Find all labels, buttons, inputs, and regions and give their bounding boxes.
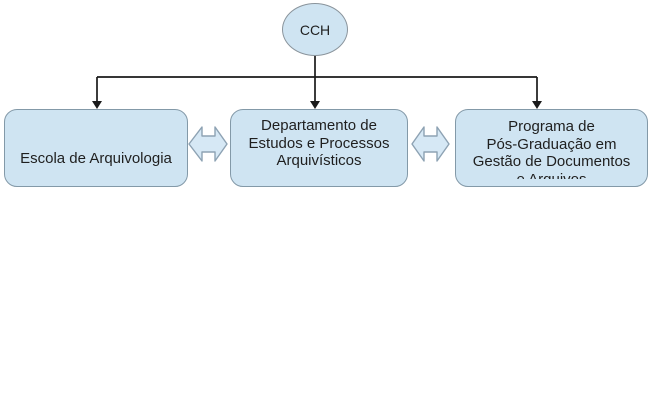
- tree-connector-line: [96, 56, 538, 102]
- node-label-line: Departamento de: [261, 117, 377, 134]
- node-label-line-clipped: e Arquivos: [516, 170, 587, 180]
- node-label: Departamento de Estudos e Processos Arqu…: [233, 117, 405, 170]
- node-label-line: Arquivísticos: [276, 152, 362, 169]
- node-label-line: Programa de: [508, 118, 595, 135]
- node-label-line: Pós-Graduação em: [486, 135, 617, 153]
- down-arrowhead-icon: [92, 101, 102, 109]
- double-arrow-icon: [411, 126, 450, 162]
- node-label: Programa de Pós-Graduação em Gestão de D…: [458, 118, 645, 179]
- node-departamento-estudos-processos: Departamento de Estudos e Processos Arqu…: [230, 109, 408, 187]
- node-escola-de-arquivologia: Escola de Arquivologia: [4, 109, 188, 187]
- node-label-line: Gestão de Documentos: [472, 153, 631, 170]
- node-label-line: Escola de Arquivologia: [20, 150, 172, 167]
- node-cch: CCH: [282, 3, 348, 56]
- down-arrowhead-icon: [310, 101, 320, 109]
- double-arrow-icon: [188, 126, 228, 162]
- node-programa-pos-graduacao: Programa de Pós-Graduação em Gestão de D…: [455, 109, 648, 187]
- node-cch-label: CCH: [299, 21, 331, 38]
- node-label: Escola de Arquivologia: [7, 150, 185, 168]
- node-label-line: Estudos e Processos: [248, 134, 390, 152]
- down-arrowhead-icon: [532, 101, 542, 109]
